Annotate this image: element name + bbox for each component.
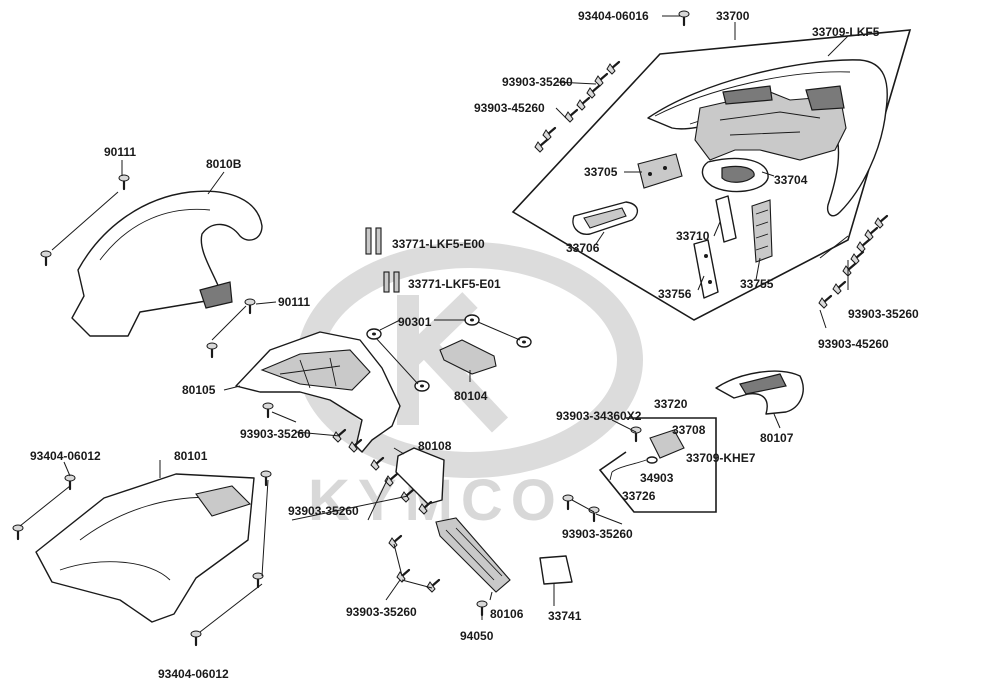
- label-93903-35260: 93903-35260: [502, 75, 573, 89]
- label-33756: 33756: [658, 287, 692, 301]
- label-80104: 80104: [454, 389, 488, 403]
- label-93903-35260-c: 93903-35260: [240, 427, 311, 441]
- license-light-group-33720: [598, 417, 717, 513]
- washers-90301: [366, 314, 532, 392]
- part-labels: 93404-06016 33700 33709-LKF5 93903-35260…: [30, 9, 919, 681]
- seat-inner-frame: [694, 91, 847, 161]
- label-33771-lkf5-e01: 33771-LKF5-E01: [408, 277, 501, 291]
- label-33741: 33741: [548, 609, 582, 623]
- bracket-33755: [751, 199, 773, 263]
- plate-33756: [693, 239, 719, 299]
- label-33704: 33704: [774, 173, 808, 187]
- label-90301: 90301: [398, 315, 432, 329]
- plate-80108: [395, 447, 445, 505]
- label-90111: 90111: [104, 145, 136, 159]
- splash-guard-80106: [435, 517, 511, 593]
- label-93404-06012: 93404-06012: [30, 449, 101, 463]
- label-93903-35260-f: 93903-35260: [346, 605, 417, 619]
- label-93903-45260-b: 93903-45260: [818, 337, 889, 351]
- label-33771-lkf5-e00: 33771-LKF5-E00: [392, 237, 485, 251]
- label-33700: 33700: [716, 9, 750, 23]
- bracket-80104: [439, 339, 497, 375]
- label-93903-45260: 93903-45260: [474, 101, 545, 115]
- label-33708: 33708: [672, 423, 706, 437]
- label-80105: 80105: [182, 383, 216, 397]
- label-80108: 80108: [418, 439, 452, 453]
- rear-fender-8010b: [71, 190, 263, 337]
- label-33709-lkf5: 33709-LKF5: [812, 25, 880, 39]
- plate-33741: [539, 555, 573, 585]
- spacers-33771-e01: [383, 271, 400, 293]
- label-33755: 33755: [740, 277, 774, 291]
- label-33710: 33710: [676, 229, 710, 243]
- label-93903-35260-e: 93903-35260: [562, 527, 633, 541]
- label-94050: 94050: [460, 629, 494, 643]
- rear-carrier-80105: [235, 331, 401, 453]
- label-33706: 33706: [566, 241, 600, 255]
- label-33720: 33720: [654, 397, 688, 411]
- label-93903-35260-b: 93903-35260: [848, 307, 919, 321]
- label-90111-b: 90111: [278, 295, 310, 309]
- leader-lines: [19, 15, 849, 633]
- label-33709-khe7: 33709-KHE7: [686, 451, 756, 465]
- label-80101: 80101: [174, 449, 208, 463]
- label-8010b: 8010B: [206, 157, 242, 171]
- seat-assembly-group: [511, 29, 912, 321]
- label-93903-35260-d: 93903-35260: [288, 504, 359, 518]
- label-33726: 33726: [622, 489, 656, 503]
- under-cover-80101: [35, 473, 255, 623]
- label-93404-06016: 93404-06016: [578, 9, 649, 23]
- label-80107: 80107: [760, 431, 794, 445]
- label-93404-06012-b: 93404-06012: [158, 667, 229, 681]
- label-80106: 80106: [490, 607, 524, 621]
- seat-group-frame: [511, 29, 912, 321]
- label-93903-34360x2: 93903-34360X2: [556, 409, 642, 423]
- label-33705: 33705: [584, 165, 618, 179]
- seat-bracket-33705: [637, 153, 683, 189]
- stay-33710: [715, 195, 737, 243]
- cover-80107: [715, 370, 804, 415]
- label-34903: 34903: [640, 471, 674, 485]
- spacers-33771-e00: [365, 227, 382, 255]
